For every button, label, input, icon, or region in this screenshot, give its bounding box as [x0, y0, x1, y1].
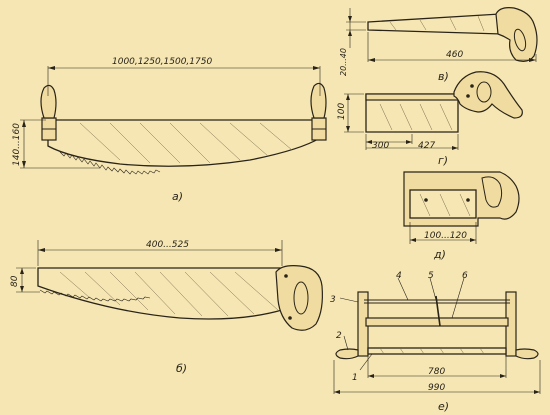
- two-man-saw-teeth: [59, 151, 161, 175]
- figure-g-length-dim-1: 300: [372, 141, 389, 151]
- right-handle: [310, 82, 327, 119]
- narrow-saw-handle: [495, 7, 538, 62]
- figure-g-back-saw: 100 300 427 г): [337, 71, 523, 167]
- narrow-saw-blade: [367, 13, 503, 35]
- tenon-saw-grip: [481, 176, 503, 208]
- figure-d-length-dim: 100...120: [424, 231, 467, 241]
- frame-saw-blade: [367, 347, 507, 355]
- left-handle: [40, 84, 57, 119]
- figure-v-height-dim: 20...40: [339, 48, 348, 76]
- back-saw-spine: [365, 93, 459, 101]
- tenon-saw-blade: [409, 189, 477, 219]
- figure-e-caption: е): [438, 400, 449, 413]
- figure-d-caption: д): [433, 248, 446, 261]
- part-number-5: 5: [428, 271, 434, 281]
- part-number-1: 1: [352, 373, 358, 383]
- figure-g-length-dim-2: 427: [418, 141, 435, 151]
- frame-left-handle: [335, 348, 359, 360]
- figure-b-height-dim: 80: [10, 275, 20, 287]
- figure-a-height-dim: 140...160: [12, 123, 22, 166]
- hand-saw-hatching: [59, 271, 279, 317]
- two-man-saw-hatching: [79, 122, 293, 164]
- figure-a-length-dim: 1000,1250,1500,1750: [112, 57, 212, 67]
- figure-g-caption: г): [438, 154, 448, 167]
- figure-b-caption: б): [176, 362, 187, 375]
- figure-a-two-man-saw: 1000,1250,1500,1750 140...160 а): [12, 57, 327, 203]
- figure-a-caption: а): [172, 190, 183, 203]
- hand-saw-handle: [275, 265, 323, 331]
- back-saw-handle: [453, 71, 523, 119]
- frame-right-handle: [515, 348, 539, 360]
- figure-e-frame-saw: 1 2 3 4 5 6 780 990 е): [330, 271, 541, 413]
- part-number-6: 6: [462, 271, 468, 281]
- part-number-3: 3: [330, 295, 336, 305]
- figure-e-inner-dim: 780: [428, 367, 445, 377]
- part-number-2: 2: [336, 331, 342, 341]
- frame-twist-stick: [435, 295, 441, 327]
- figure-b-length-dim: 400...525: [146, 240, 189, 250]
- frame-center-bar: [365, 317, 509, 327]
- figure-v-narrow-saw: 20...40 460 в): [339, 7, 538, 83]
- part-number-4: 4: [396, 271, 402, 281]
- figure-e-outer-dim: 990: [428, 383, 445, 393]
- hand-saw-handle-grip-hole: [293, 281, 309, 315]
- figure-v-length-dim: 460: [446, 50, 463, 60]
- narrow-saw-grip-hole: [513, 28, 527, 52]
- hand-saw-teeth: [39, 289, 151, 302]
- figure-d-tenon-saw: 100...120 д): [403, 171, 520, 261]
- two-man-saw-blade: [47, 119, 321, 167]
- figure-g-height-dim: 100: [337, 103, 347, 120]
- figure-b-hand-saw: 400...525 80 б): [10, 240, 323, 375]
- back-saw-grip-hole: [476, 81, 492, 103]
- figure-v-caption: в): [438, 70, 449, 83]
- hand-saw-blade: [37, 267, 283, 320]
